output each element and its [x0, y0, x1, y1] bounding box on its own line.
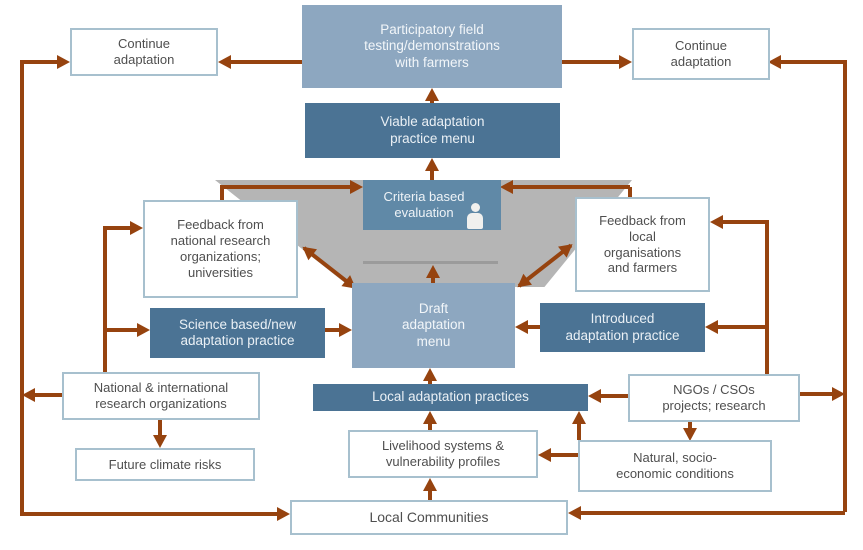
national-orgs-riser: [103, 228, 107, 372]
node-label: Feedback from national research organiza…: [170, 217, 271, 280]
natural-to-practices-line: [577, 422, 581, 440]
node-label: Criteria based evaluation: [383, 189, 465, 220]
ngos-to-practices-line: [601, 394, 628, 398]
feedback-local-riser: [628, 187, 632, 198]
arrowhead-ngos-into-trunk: [832, 387, 845, 401]
livelihood-to-practices-line: [428, 422, 432, 431]
node-label: Continue adaptation: [113, 36, 175, 67]
ngos-riser: [765, 220, 769, 374]
feedback-national-to-criteria-line: [220, 185, 350, 189]
person-icon: [466, 203, 484, 231]
node-feedback-local-organisations: Feedback from local organisations and fa…: [575, 197, 710, 292]
node-introduced-practice: Introduced adaptation practice: [540, 303, 705, 352]
trunk-to-continue-left-line: [24, 60, 60, 64]
trunk-to-communities-line-left: [20, 512, 278, 516]
feedback-national-riser: [220, 187, 224, 201]
node-ngos-csos: NGOs / CSOs projects; research: [628, 374, 800, 422]
node-label: Draft adaptation menu: [401, 300, 466, 349]
arrowhead-into-future-risks: [153, 435, 167, 448]
arrowhead-into-livelihood: [538, 448, 551, 462]
arrowhead-viable-to-participatory: [425, 88, 439, 101]
communities-to-livelihood-line: [428, 489, 432, 501]
trunk-to-continue-right-line: [778, 60, 845, 64]
natural-to-livelihood-line: [551, 453, 578, 457]
node-label: Livelihood systems & vulnerability profi…: [381, 438, 505, 469]
person-icon-head: [470, 203, 480, 212]
arrowhead-livelihood-to-practices: [423, 411, 437, 424]
node-label: Local adaptation practices: [372, 389, 529, 405]
arrowhead-into-feedback-local: [710, 215, 723, 229]
node-label: Viable adaptation practice menu: [380, 114, 485, 146]
riser-to-introduced-line: [718, 325, 767, 329]
left-trunk-line: [20, 60, 24, 514]
arrowhead-draft-to-evaluation: [426, 265, 440, 278]
arrowhead-into-introduced: [705, 320, 718, 334]
science-to-draft-line: [325, 328, 341, 332]
node-label: Continue adaptation: [670, 38, 732, 69]
node-label: Introduced adaptation practice: [565, 311, 680, 343]
arrowhead-natural-into-practices: [572, 411, 586, 424]
arrowhead-continue-right: [619, 55, 632, 69]
arrowhead-into-continue-right: [768, 55, 781, 69]
arrowhead-into-feedback-national: [130, 221, 143, 235]
node-viable-adaptation-menu: Viable adaptation practice menu: [305, 103, 560, 158]
ngos-to-trunk-line: [800, 392, 834, 396]
node-label: Participatory field testing/demonstratio…: [364, 21, 500, 70]
arrowhead-introduced-into-draft: [515, 320, 528, 334]
node-natural-socioeconomic: Natural, socio- economic conditions: [578, 440, 772, 492]
riser-to-science-line: [103, 328, 139, 332]
node-label: National & international research organi…: [93, 380, 229, 411]
riser-to-feedback-national-line: [103, 226, 132, 230]
node-draft-adaptation-menu: Draft adaptation menu: [352, 283, 515, 368]
node-continue-adaptation-left: Continue adaptation: [70, 28, 218, 76]
node-local-adaptation-practices: Local adaptation practices: [313, 384, 588, 411]
arrowhead-criteria-to-viable: [425, 158, 439, 171]
person-icon-body: [467, 213, 483, 229]
node-label: Future climate risks: [108, 456, 222, 472]
draft-to-evaluation-line: [431, 277, 435, 284]
arrowhead-into-science: [137, 323, 150, 337]
node-continue-adaptation-right: Continue adaptation: [632, 28, 770, 80]
node-label: Natural, socio- economic conditions: [616, 450, 734, 481]
arrowhead-into-communities-left: [277, 507, 290, 521]
participatory-to-continue-right-line: [562, 60, 622, 64]
funnel-divider-line: [363, 261, 498, 264]
national-to-trunk-line: [35, 393, 62, 397]
arrowhead-practices-to-draft: [423, 368, 437, 381]
arrowhead-continue-left: [218, 55, 231, 69]
arrowhead-into-criteria-left: [350, 180, 363, 194]
viable-to-participatory-line: [430, 99, 434, 105]
feedback-local-to-criteria-line: [513, 185, 630, 189]
node-national-research-orgs: National & international research organi…: [62, 372, 260, 420]
node-science-based-practice: Science based/new adaptation practice: [150, 308, 325, 358]
node-feedback-national-research: Feedback from national research organiza…: [143, 200, 298, 298]
riser-to-feedback-local-line: [723, 220, 767, 224]
node-label: Feedback from local organisations and fa…: [599, 212, 686, 276]
arrowhead-communities-to-livelihood: [423, 478, 437, 491]
right-trunk-line: [843, 60, 847, 512]
criteria-to-viable-line: [430, 170, 434, 181]
arrowhead-national-into-trunk: [22, 388, 35, 402]
national-to-future-line: [158, 420, 162, 437]
node-livelihood-systems: Livelihood systems & vulnerability profi…: [348, 430, 538, 478]
ngos-to-natural-line: [688, 422, 692, 431]
node-label: Local Communities: [369, 508, 489, 525]
arrowhead-into-natural: [683, 428, 697, 441]
arrowhead-into-criteria-right: [500, 180, 513, 194]
node-local-communities: Local Communities: [290, 500, 568, 535]
arrowhead-science-into-draft: [339, 323, 352, 337]
node-label: NGOs / CSOs projects; research: [662, 382, 766, 413]
trunk-to-communities-line-right: [578, 511, 845, 515]
arrowhead-into-communities-right: [568, 506, 581, 520]
introduced-to-draft-line: [528, 325, 540, 329]
node-label: Science based/new adaptation practice: [178, 316, 297, 348]
node-future-climate-risks: Future climate risks: [75, 448, 255, 481]
participatory-to-continue-left-line: [228, 60, 302, 64]
arrowhead-into-continue-left: [57, 55, 70, 69]
practices-to-draft-line: [428, 379, 432, 385]
node-participatory-field-testing: Participatory field testing/demonstratio…: [302, 5, 562, 88]
arrowhead-ngos-into-practices: [588, 389, 601, 403]
